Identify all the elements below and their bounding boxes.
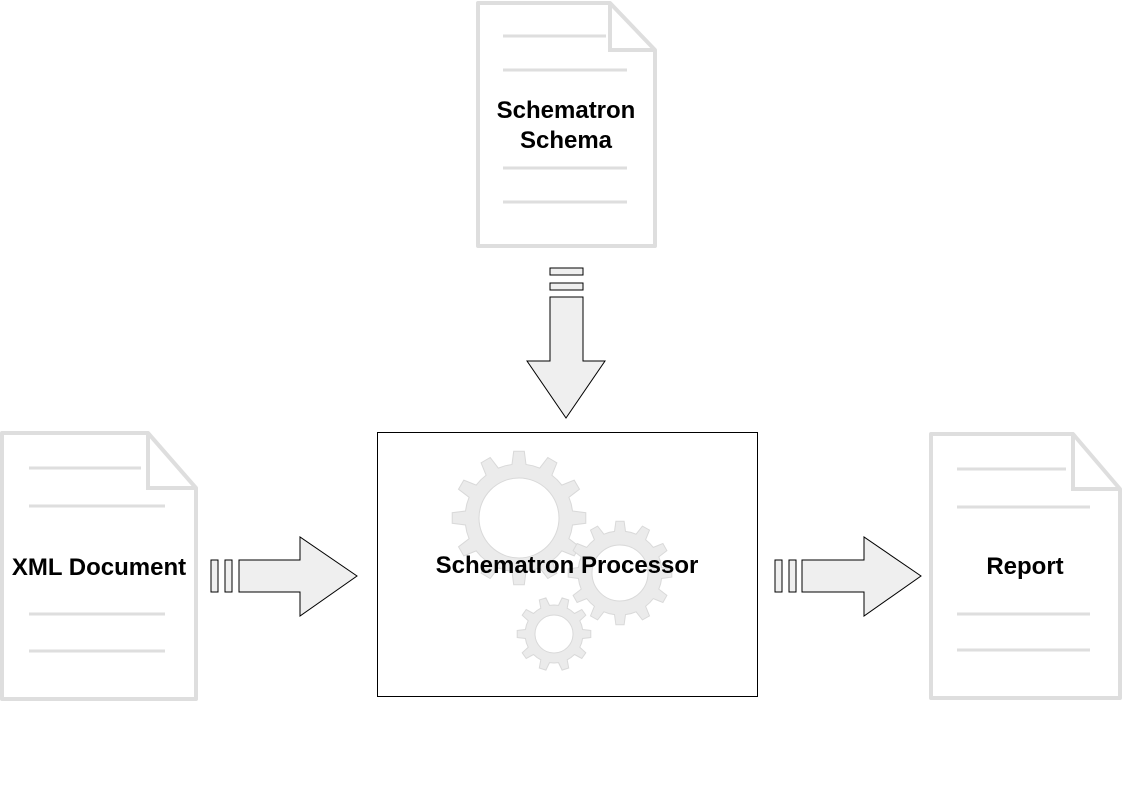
arrow-tail-bar <box>210 559 219 593</box>
gear-shape <box>451 450 587 586</box>
schema-document-icon <box>476 1 657 248</box>
arrow-right-xml-to-processor <box>210 536 358 617</box>
arrow-tail-bar <box>788 559 797 593</box>
gears-icon <box>451 450 673 671</box>
report-document-fold <box>1071 434 1120 491</box>
arrow-tail-bar <box>549 267 584 276</box>
xml-document-label: XML Document <box>12 554 186 581</box>
report-document-icon <box>929 432 1122 700</box>
gear-large-icon <box>451 450 587 586</box>
schema-document-label-line2: Schema <box>520 127 613 154</box>
gear-shape <box>567 520 673 626</box>
report-document: Report <box>929 432 1122 700</box>
arrow-right-icon <box>238 536 358 617</box>
xml-document-fold <box>146 433 196 490</box>
arrow-tail-bar <box>774 559 783 593</box>
arrow-tail-bar <box>549 282 584 291</box>
schema-document: Schematron Schema <box>476 1 657 248</box>
processor: Schematron Processor <box>377 432 758 697</box>
schema-document-label-line1: Schematron <box>497 97 636 124</box>
arrow-down-icon <box>526 296 606 419</box>
xml-document-lines <box>29 466 165 653</box>
arrow-right-processor-to-report <box>774 536 922 617</box>
arrow-right-icon <box>801 536 922 617</box>
report-document-lines <box>957 467 1090 652</box>
xml-document-icon <box>0 431 198 701</box>
arrow-down-schema-to-processor <box>526 267 606 419</box>
gear-medium-icon <box>567 520 673 626</box>
report-document-label: Report <box>986 553 1063 580</box>
arrow-tail-bar <box>224 559 233 593</box>
gear-small-icon <box>516 597 592 671</box>
xml-document: XML Document <box>0 431 198 701</box>
schema-document-fold <box>608 3 655 52</box>
gear-shape <box>516 597 592 671</box>
schema-document-lines <box>503 34 627 204</box>
processor-label: Schematron Processor <box>436 552 699 579</box>
